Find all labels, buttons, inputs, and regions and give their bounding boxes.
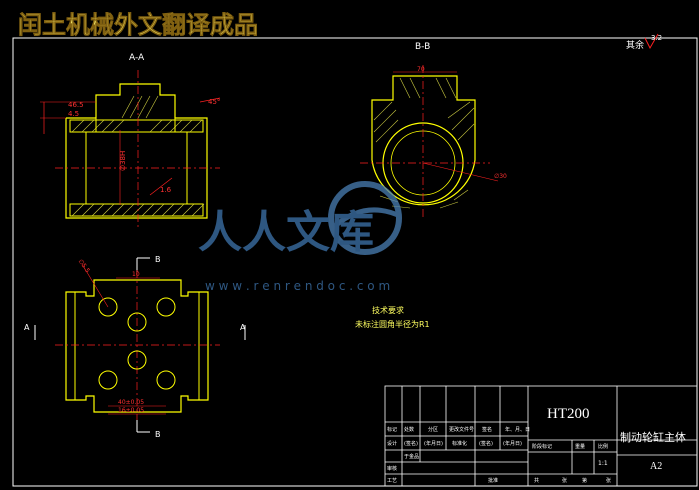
svg-text:张: 张 bbox=[562, 477, 567, 484]
svg-text:年、月、日: 年、月、日 bbox=[505, 426, 530, 433]
dim-plan-w2: 16±0.05 bbox=[118, 407, 144, 414]
arrow-b-top: B bbox=[155, 255, 161, 264]
svg-text:设计: 设计 bbox=[387, 440, 397, 447]
banner-title: 闰土机械外文翻译成品 bbox=[18, 11, 258, 39]
svg-text:更改文件号: 更改文件号 bbox=[449, 426, 474, 433]
dim-plan-hole: ∅5.5 bbox=[77, 258, 91, 274]
tb-review: 审核 bbox=[387, 465, 397, 472]
svg-text:签名: 签名 bbox=[482, 426, 492, 433]
title-block bbox=[384, 385, 698, 487]
section-aa-view bbox=[40, 70, 221, 230]
svg-text:处数: 处数 bbox=[404, 426, 414, 433]
svg-text:共: 共 bbox=[534, 477, 539, 484]
dim-mid-left: 4.5 bbox=[68, 110, 79, 118]
watermark-cn: 人人文库 bbox=[198, 207, 374, 258]
svg-text:比例: 比例 bbox=[598, 443, 608, 450]
plan-view bbox=[34, 257, 246, 433]
section-aa-label: A-A bbox=[129, 53, 145, 63]
tb-scale: 1:1 bbox=[598, 460, 608, 467]
section-bb-view bbox=[360, 65, 499, 220]
dim-top-left: 46.5 bbox=[68, 101, 84, 109]
arrow-b-bottom: B bbox=[155, 430, 161, 439]
roughness-icon bbox=[644, 33, 659, 50]
svg-text:(年月日): (年月日) bbox=[503, 440, 522, 447]
svg-text:阶段标记: 阶段标记 bbox=[532, 443, 552, 450]
tb-part-name: 制动轮缸主体 bbox=[620, 430, 686, 444]
tb-approve: 批准 bbox=[488, 477, 498, 484]
tb-row2: 设计 (签名) (年月日) 标准化 (签名) (年月日) bbox=[387, 440, 522, 447]
roughness-label: 其余 bbox=[626, 39, 644, 51]
tb-stage: 阶段标记 重量 比例 bbox=[532, 443, 608, 450]
tb-material: HT200 bbox=[547, 406, 590, 422]
svg-text:标准化: 标准化 bbox=[452, 440, 467, 447]
tb-designer: 于金品 bbox=[404, 453, 419, 460]
tech-req-line: 未标注圆角半径为R1 bbox=[355, 319, 430, 329]
watermark: 人人文库 w w w . r e n r e n d o c . c o m bbox=[198, 181, 402, 293]
bb-width: 70 bbox=[417, 66, 425, 73]
section-bb-label: B-B bbox=[415, 42, 430, 52]
tech-req-title: 技术要求 bbox=[372, 305, 404, 315]
watermark-url: w w w . r e n r e n d o c . c o m bbox=[205, 279, 390, 293]
dim-angle: 45° bbox=[208, 98, 220, 106]
dim-bore: ∅38H bbox=[119, 151, 127, 171]
svg-text:(签名): (签名) bbox=[404, 440, 418, 447]
svg-text:(签名): (签名) bbox=[479, 440, 493, 447]
tb-sheet: 共 张 第 张 bbox=[534, 477, 611, 484]
tb-sheet-size: A2 bbox=[650, 461, 662, 472]
drawing-frame bbox=[12, 37, 698, 487]
svg-text:重量: 重量 bbox=[575, 443, 585, 450]
roughness-value: 3.2 bbox=[651, 34, 662, 42]
svg-text:标记: 标记 bbox=[387, 426, 397, 433]
tb-row1: 标记 处数 分区 更改文件号 签名 年、月、日 bbox=[387, 426, 530, 433]
dim-rough: 1.6 bbox=[160, 186, 172, 194]
arrow-a-right: A bbox=[240, 323, 246, 332]
dim-plan-top: 10 bbox=[132, 271, 140, 278]
tb-process: 工艺 bbox=[387, 478, 397, 484]
dim-plan-w1: 40±0.05 bbox=[118, 399, 144, 406]
arrow-a-left: A bbox=[24, 323, 30, 332]
svg-text:第: 第 bbox=[582, 477, 587, 484]
svg-text:张: 张 bbox=[606, 477, 611, 484]
svg-text:分区: 分区 bbox=[428, 426, 438, 433]
svg-text:(年月日): (年月日) bbox=[424, 440, 443, 447]
bb-dia: ∅30 bbox=[494, 173, 507, 180]
